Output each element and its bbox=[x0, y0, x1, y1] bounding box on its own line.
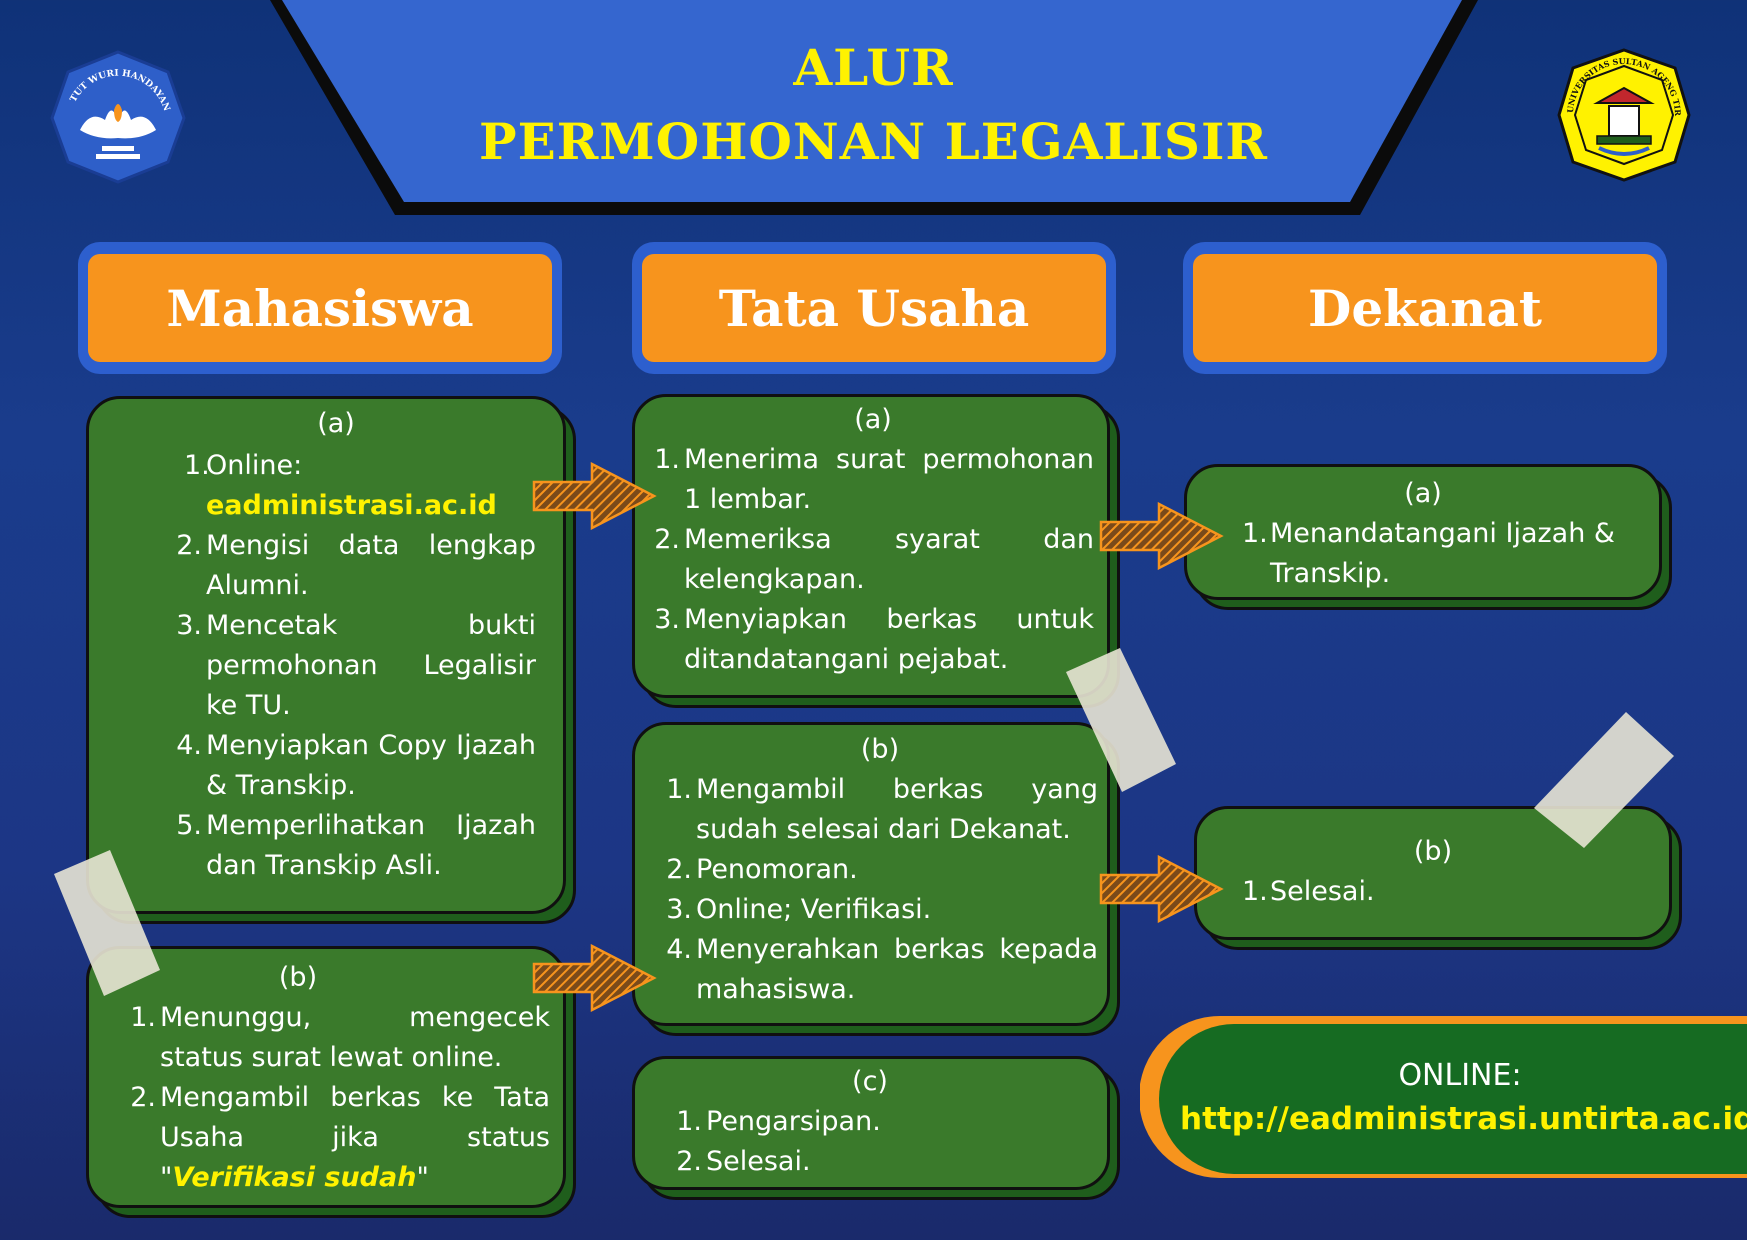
tape-decoration bbox=[1066, 648, 1176, 792]
step-label: (a) bbox=[317, 408, 355, 439]
column-header-mahasiswa: Mahasiswa bbox=[78, 242, 562, 374]
page-title-line2: PERMOHONAN LEGALISIR bbox=[479, 112, 1268, 171]
header-banner bbox=[270, 0, 1478, 215]
tata-usaha-box-c: (c) 1.Pengarsipan. 2.Selesai. bbox=[632, 1056, 1120, 1200]
list-item: 4.Menyiapkan Copy Ijazah & Transkip. bbox=[176, 730, 536, 801]
list-item: 2.Mengambil berkas ke Tata Usaha jika st… bbox=[130, 1082, 550, 1193]
step-label: (c) bbox=[852, 1066, 888, 1097]
arrow-right-icon bbox=[1099, 502, 1224, 570]
list-item: 1. Online:eadministrasi.ac.id bbox=[184, 450, 497, 521]
list-item: 1.Menunggu, mengecek status surat lewat … bbox=[130, 1002, 550, 1073]
online-label: ONLINE: bbox=[1398, 1058, 1522, 1093]
list-item: 2.Penomoran. bbox=[666, 854, 858, 885]
column-header-tata-usaha: Tata Usaha bbox=[632, 242, 1116, 374]
arrow-right-icon bbox=[532, 944, 657, 1012]
list-item: 3.Online; Verifikasi. bbox=[666, 894, 932, 925]
step-label: (b) bbox=[278, 962, 318, 993]
untirta-logo: UNIVERSITAS SULTAN AGENG TIRTAYASA bbox=[1557, 48, 1691, 182]
list-item: 1.Pengarsipan. bbox=[676, 1106, 881, 1137]
page-title-line1: ALUR bbox=[793, 38, 954, 97]
list-item: 3.Mencetak bukti permohonan Legalisir ke… bbox=[176, 610, 536, 721]
column-header-dekanat: Dekanat bbox=[1183, 242, 1667, 374]
list-item: 2.Selesai. bbox=[676, 1146, 811, 1177]
column-header-label: Mahasiswa bbox=[88, 254, 552, 362]
eadministrasi-link[interactable]: eadministrasi.ac.id bbox=[206, 490, 497, 521]
step-label: (b) bbox=[860, 734, 900, 765]
mahasiswa-box-b: (b) 1.Menunggu, mengecek status surat le… bbox=[86, 946, 576, 1218]
mahasiswa-box-a: (a) 1. Online:eadministrasi.ac.id 2.Meng… bbox=[86, 396, 576, 924]
column-header-label: Dekanat bbox=[1193, 254, 1657, 362]
list-item: 2.Memeriksa syarat dan kelengkapan. bbox=[654, 524, 1094, 595]
dekanat-box-a: (a) 1.Menandatangani Ijazah & Transkip. bbox=[1184, 464, 1672, 610]
online-pill bbox=[1140, 1016, 1747, 1178]
online-url-link[interactable]: http://eadministrasi.untirta.ac.id bbox=[1180, 1101, 1747, 1137]
step-label: (a) bbox=[1404, 478, 1442, 509]
list-item: 1.Selesai. bbox=[1242, 876, 1375, 907]
column-header-label: Tata Usaha bbox=[642, 254, 1106, 362]
list-item: 1.Mengambil berkas yang sudah selesai da… bbox=[666, 774, 1098, 845]
arrow-right-icon bbox=[1099, 855, 1224, 923]
tape-decoration bbox=[54, 850, 160, 996]
step-label: (a) bbox=[854, 404, 892, 435]
tut-wuri-handayani-logo: TUT WURI HANDAYANI bbox=[50, 50, 186, 184]
step-label: (b) bbox=[1413, 836, 1453, 867]
list-item: 1.Menerima surat permohonan 1 lembar. bbox=[654, 444, 1094, 515]
tape-decoration bbox=[1534, 712, 1674, 848]
list-item: 5.Memperlihatkan Ijazah dan Transkip Asl… bbox=[176, 810, 536, 881]
list-item: 1.Menandatangani Ijazah & Transkip. bbox=[1242, 518, 1615, 589]
arrow-right-icon bbox=[532, 462, 657, 530]
tata-usaha-box-b: (b) 1.Mengambil berkas yang sudah selesa… bbox=[632, 722, 1120, 1036]
list-item: 3.Menyiapkan berkas untuk ditandatangani… bbox=[654, 604, 1094, 675]
list-item: 4.Menyerahkan berkas kepada mahasiswa. bbox=[666, 934, 1098, 1005]
tata-usaha-box-a: (a) 1.Menerima surat permohonan 1 lembar… bbox=[632, 394, 1120, 708]
list-item: 2.Mengisi data lengkap Alumni. bbox=[176, 530, 536, 601]
